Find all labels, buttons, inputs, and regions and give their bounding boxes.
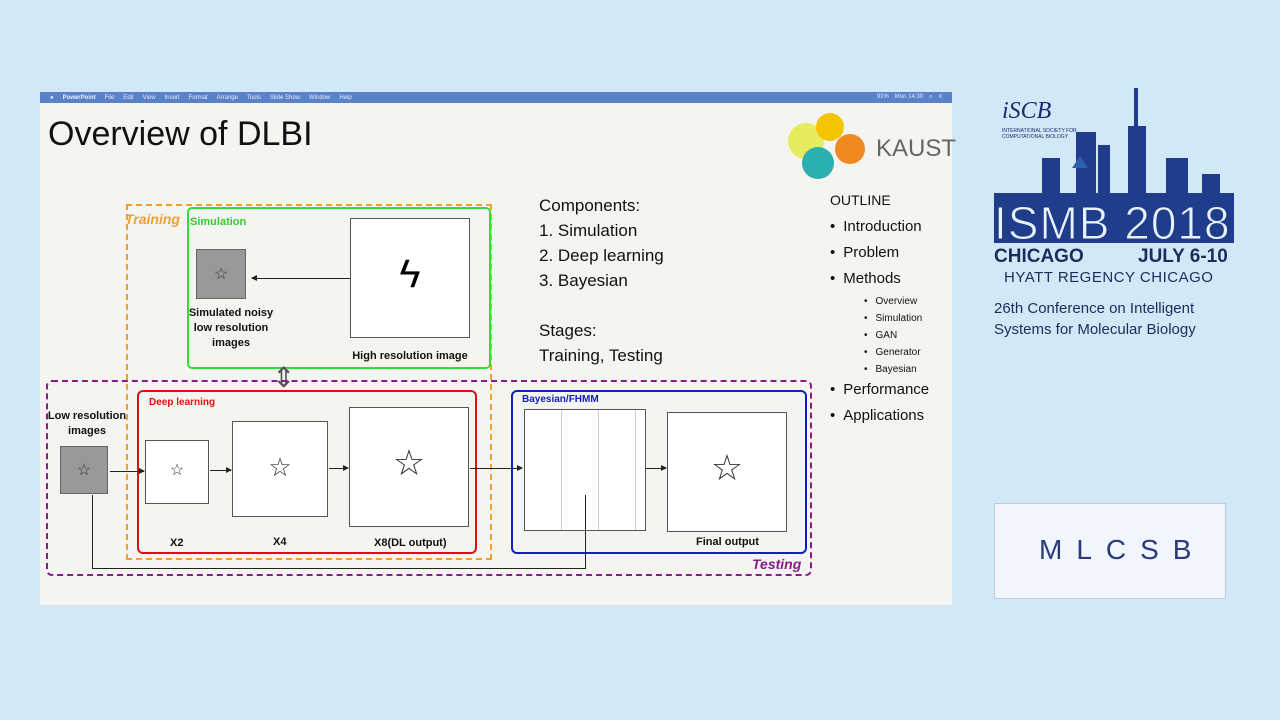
outline-subitem: GAN	[864, 330, 929, 341]
component-item: 2. Deep learning	[539, 246, 664, 265]
outline-item: Applications	[830, 407, 929, 424]
x4-label: X4	[273, 536, 287, 548]
kaust-logo-text: KAUST	[876, 135, 957, 162]
iscb-subtitle: INTERNATIONAL SOCIETY FOR COMPUTATIONAL …	[1002, 128, 1077, 140]
x4-image: ☆	[232, 421, 328, 517]
noisy-image: ☆	[196, 249, 246, 299]
bayesian-label: Bayesian/FHMM	[522, 394, 599, 405]
menu-file[interactable]: File	[104, 94, 115, 101]
menu-arrange[interactable]: Arrange	[216, 94, 238, 101]
simulation-box	[187, 207, 491, 369]
outline-item: Performance	[830, 381, 929, 398]
arrow	[210, 467, 232, 473]
deep-learning-box	[137, 390, 477, 554]
stages-value: Training, Testing	[539, 346, 663, 365]
menu-window[interactable]: Window	[309, 94, 331, 101]
low-res-label: Low resolution images	[47, 410, 127, 437]
outline-item: Methods	[830, 270, 929, 287]
x8-label: X8(DL output)	[374, 537, 447, 549]
ismb-logo: iSCB INTERNATIONAL SOCIETY FOR COMPUTATI…	[990, 88, 1235, 348]
low-res-image: ☆	[60, 446, 108, 494]
training-label: Training	[125, 211, 180, 227]
high-res-label: High resolution image	[352, 350, 468, 362]
outline-subitem: Generator	[864, 347, 929, 358]
city: CHICAGO	[994, 246, 1084, 267]
sim-noisy-label: Simulated noisy low resolution images	[188, 307, 274, 349]
mlcsb-logo-text: MLCSB	[1039, 534, 1206, 565]
x8-image: ☆	[349, 407, 469, 527]
outline-heading: OUTLINE	[830, 192, 891, 208]
component-item: 3. Bayesian	[539, 271, 628, 290]
feedback-line	[92, 495, 586, 569]
simulation-label: Simulation	[190, 216, 247, 228]
arrow	[110, 468, 145, 474]
menu-insert[interactable]: Insert	[164, 94, 180, 101]
bidirectional-arrow-icon: ⇕	[272, 362, 296, 393]
menu-slideshow[interactable]: Slide Show	[269, 94, 300, 101]
outline-subitem: Simulation	[864, 313, 929, 324]
outline-subitem: Bayesian	[864, 364, 929, 375]
final-output-label: Final output	[696, 536, 759, 548]
stages-heading: Stages:	[539, 321, 597, 340]
outline-subitem: Overview	[864, 296, 929, 307]
components-heading: Components:	[539, 196, 641, 215]
kaust-logo: KAUST	[778, 111, 956, 181]
menu-list-icon[interactable]: ≡	[938, 94, 942, 100]
arrow	[646, 465, 667, 471]
outline: OUTLINE Introduction Problem Methods Ove…	[830, 192, 929, 433]
menu-format[interactable]: Format	[188, 94, 208, 101]
menu-app[interactable]: PowerPoint	[62, 94, 96, 101]
venue: HYATT REGENCY CHICAGO	[1004, 269, 1214, 286]
clock[interactable]: Mon 14:30	[894, 94, 924, 100]
deep-learning-label: Deep learning	[149, 397, 216, 408]
final-output-image: ☆	[667, 412, 787, 532]
menu-help[interactable]: Help	[339, 94, 352, 101]
x2-label: X2	[170, 537, 184, 549]
components-block: Components: 1. Simulation 2. Deep learni…	[539, 193, 664, 368]
outline-item: Problem	[830, 244, 929, 261]
mac-menubar: ● PowerPoint File Edit View Insert Forma…	[40, 92, 952, 103]
x2-image: ☆	[145, 440, 209, 504]
slide: Overview of DLBI KAUST Training Simulati…	[40, 103, 956, 605]
search-icon[interactable]: ⌕	[929, 94, 933, 100]
skyline-graphic	[994, 88, 1234, 243]
apple-icon[interactable]: ●	[50, 94, 54, 101]
kaust-logo-mark	[788, 113, 865, 179]
arrow	[329, 465, 349, 471]
testing-label: Testing	[752, 556, 802, 572]
bayesian-box	[511, 390, 807, 554]
arrow	[470, 465, 523, 471]
high-res-image: ϟ	[350, 218, 470, 338]
mlcsb-logo: MLCSB	[994, 503, 1226, 599]
menu-tools[interactable]: Tools	[246, 94, 261, 101]
testing-box	[46, 380, 812, 576]
conference-name: 26th Conference on Intelligent Systems f…	[994, 300, 1196, 338]
menu-view[interactable]: View	[142, 94, 156, 101]
dates: JULY 6-10	[1138, 246, 1228, 267]
arrow	[252, 278, 350, 279]
outline-item: Introduction	[830, 218, 929, 235]
training-box	[126, 204, 492, 560]
menu-edit[interactable]: Edit	[123, 94, 134, 101]
slide-title: Overview of DLBI	[48, 115, 313, 153]
ismb-title: ISMB 2018	[994, 197, 1231, 250]
iscb-logo: iSCB	[1002, 98, 1052, 124]
battery-status[interactable]: 91%	[876, 94, 889, 100]
component-item: 1. Simulation	[539, 221, 638, 240]
